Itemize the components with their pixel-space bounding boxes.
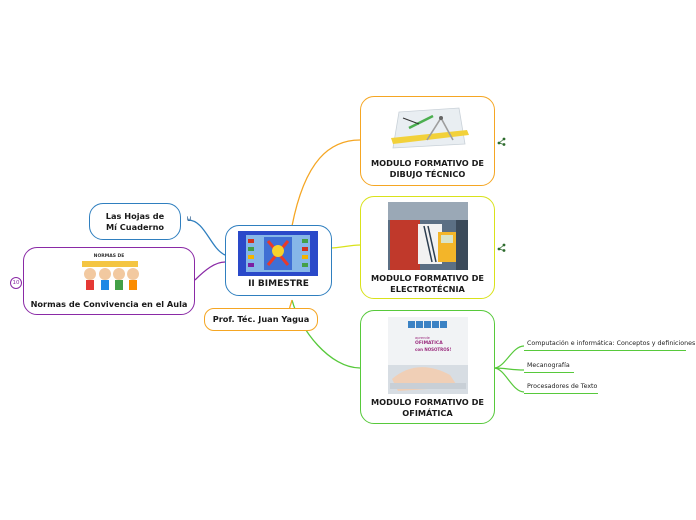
ofimatica-item-procesadores[interactable]: Procesadores de Texto — [527, 383, 598, 390]
hojas-label: Las Hojas de Mí Cuaderno — [105, 211, 165, 232]
module-ofimatica-label: MODULO FORMATIVO DE OFIMÁTICA — [370, 397, 485, 418]
dibujo-image — [389, 104, 469, 151]
electro-image — [388, 202, 468, 270]
module-electro-label: MODULO FORMATIVO DE ELECTROTÉCNIA — [370, 273, 485, 294]
ofimatica-item-mecanografia[interactable]: Mecanografía — [527, 362, 570, 369]
normas-image — [78, 254, 142, 292]
teacher-node[interactable]: Prof. Téc. Juan Yagua — [204, 308, 318, 331]
central-title: II BIMESTRE — [248, 279, 309, 289]
ofimatica-item-conceptos[interactable]: Computación e informática: Conceptos y d… — [527, 340, 696, 347]
normas-label: Normas de Convivencia en el Aula — [30, 299, 188, 309]
share-icon-electro[interactable] — [497, 243, 506, 252]
ofimatica-image — [388, 317, 468, 394]
normas-image-text: NORMAS DE — [93, 254, 125, 259]
module-electro-node[interactable]: MODULO FORMATIVO DE ELECTROTÉCNIA — [360, 196, 495, 299]
ofimatica-item-mecanografia-underline — [524, 372, 574, 373]
connector-hojas — [187, 219, 226, 256]
central-node[interactable]: II BIMESTRE — [225, 225, 332, 296]
teacher-label: Prof. Téc. Juan Yagua — [212, 314, 310, 324]
module-dibujo-node[interactable]: MODULO FORMATIVO DE DIBUJO TÉCNICO — [360, 96, 495, 186]
normas-node[interactable]: NORMAS DE Normas de Convivencia en el Au… — [23, 247, 195, 315]
ofimatica-item-procesadores-underline — [524, 393, 598, 394]
attachment-icon[interactable]: ⊍ — [186, 214, 192, 223]
ofimatica-image-line2: OFIMATICA — [415, 341, 443, 346]
central-image — [238, 231, 318, 276]
connector-leaf-1 — [493, 345, 525, 369]
connector-electro — [329, 244, 361, 249]
ofimatica-image-line1: aprende — [415, 336, 430, 340]
connector-normas — [194, 261, 226, 281]
ofimatica-image-line3: con NOSOTROS! — [415, 347, 452, 352]
module-dibujo-label: MODULO FORMATIVO DE DIBUJO TÉCNICO — [370, 158, 485, 179]
connector-leaf-3 — [493, 367, 525, 393]
connector-dibujo — [291, 139, 361, 227]
ofimatica-item-conceptos-underline — [524, 350, 686, 351]
hojas-node[interactable]: Las Hojas de Mí Cuaderno — [89, 203, 181, 240]
share-icon-dibujo[interactable] — [497, 137, 506, 146]
notes-badge[interactable]: 10 — [10, 277, 22, 289]
module-ofimatica-node[interactable]: aprende OFIMATICA con NOSOTROS! MODULO F… — [360, 310, 495, 424]
